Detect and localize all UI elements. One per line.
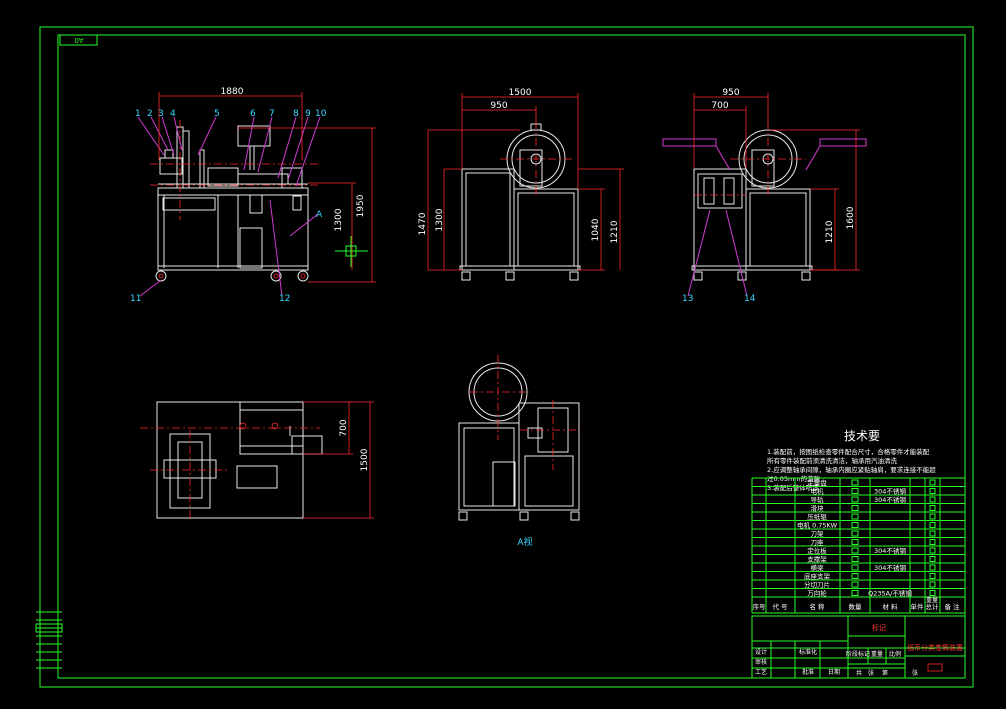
bom-row-name: 压纸辊 (807, 512, 827, 521)
tech-line-1: 1.装配前，按图纸检查零件配合尺寸，合格零件才能装配 (767, 447, 930, 456)
title-block: 标记 纸币分类卷筒装置 设计 审核 工艺 批准 标准化 日期 阶段标记 重量 比… (751, 615, 966, 679)
side-view[interactable]: 1500 950 1470 1300 1040 1210 (418, 88, 624, 281)
title-mark: 标记 (872, 623, 886, 632)
bom-row-name: 万向轮 (807, 589, 827, 598)
bom-row-name: 定位板 (807, 546, 827, 555)
bom-row-name: 电机 0.75KW (797, 521, 838, 530)
outer-frame (39, 26, 974, 688)
tb-date: 日期 (828, 668, 840, 676)
side-dim-h3: 1040 (591, 218, 601, 241)
bom-row-name: 支撑架 (807, 555, 827, 564)
tb-row-approve: 批准 (802, 668, 814, 676)
bom-row-name: 分切刀片 (804, 580, 830, 589)
a-view[interactable]: A视 (458, 355, 580, 548)
right-dim-w1: 950 (722, 88, 739, 98)
callout-13: 13 (682, 294, 693, 304)
a-view-label: A视 (517, 536, 532, 548)
side-dim-h1: 1470 (418, 212, 428, 235)
side-dim-w1: 1500 (509, 88, 532, 98)
tb-row-review: 审核 (755, 658, 767, 666)
bom-header: 材 料 (882, 602, 898, 611)
bom-row-material: 304不锈钢 (874, 487, 906, 496)
right-view[interactable]: 950 700 1210 1600 13 14 (662, 88, 867, 304)
callout-5: 5 (214, 109, 220, 119)
callout-3: 3 (158, 109, 164, 119)
bom-weight-header: 重量 (926, 596, 938, 604)
right-dim-h2: 1600 (846, 206, 856, 229)
bom-row-name: 滑块 (811, 504, 825, 513)
front-dim-h1: 1300 (334, 208, 344, 231)
bom-header: 总计 (926, 602, 940, 611)
drawing-name: 纸币分类卷筒装置 (907, 643, 963, 652)
sheet-size-label: A0 (74, 36, 83, 44)
bom-row-name: 底座支架 (804, 572, 831, 581)
callout-8: 8 (293, 109, 299, 119)
callout-12: 12 (279, 294, 290, 304)
tb-row-design: 设计 (755, 648, 767, 656)
callout-14: 14 (744, 294, 756, 304)
tb-total: 共 (856, 669, 862, 677)
callout-7: 7 (269, 109, 275, 119)
tb-std: 标准化 (799, 648, 817, 656)
bom-row-name: 导轨 (811, 495, 825, 504)
right-dim-w2: 700 (711, 101, 728, 111)
front-section-label: A (316, 210, 323, 220)
right-dim-h1: 1210 (825, 220, 835, 243)
top-dim-h1: 700 (339, 419, 349, 436)
callout-1: 1 (135, 109, 141, 119)
tb-stage: 阶段标记 (846, 650, 870, 658)
bom-row-material: 304不锈钢 (874, 563, 906, 572)
front-dim-width: 1880 (221, 87, 244, 97)
tb-sheets1: 张 (868, 669, 874, 677)
tb-weight: 重量 (871, 650, 883, 658)
callout-6: 6 (250, 109, 256, 119)
callout-11: 11 (130, 294, 141, 304)
top-dim-h2: 1500 (360, 448, 370, 471)
tb-scale: 比例 (889, 650, 901, 658)
callout-10: 10 (315, 109, 327, 119)
inner-frame (57, 34, 966, 679)
callout-4: 4 (170, 109, 176, 119)
side-dim-h4: 1210 (610, 220, 620, 243)
tech-line-5: 3.装配后整体喷漆 (767, 483, 819, 492)
bom-row-name: 电机 (811, 487, 825, 496)
bom-header: 代 号 (772, 602, 788, 611)
side-dim-h2: 1300 (435, 208, 445, 231)
left-strip-marks (35, 611, 63, 669)
bom-row-name: 定量盘 (807, 478, 827, 487)
tech-title: 技术要 (844, 429, 880, 443)
bom-row-material: 304不锈钢 (874, 546, 906, 555)
callout-9: 9 (305, 109, 311, 119)
front-view[interactable]: 1880 1300 1950 A 1 2 3 4 5 6 7 8 9 10 11… (130, 87, 376, 304)
bom-row-material: Q235A/不锈钢 (868, 589, 912, 598)
bom-header: 备 注 (944, 602, 960, 611)
top-view[interactable]: 700 1500 (140, 401, 374, 520)
bom-header: 名 称 (809, 602, 825, 611)
tech-line-2: 所有零件装配前须清洗清洁，轴承用汽油清洗 (767, 456, 898, 465)
bom-row-name: 刀座 (811, 538, 825, 547)
bom-header: 单件 (911, 602, 925, 611)
bom-row-name: 横梁 (811, 563, 825, 572)
bom-header: 序号 (753, 602, 767, 611)
tb-sheets2: 张 (912, 669, 918, 677)
bom-row-material: 304不锈钢 (874, 495, 906, 504)
tb-row-process: 工艺 (755, 668, 767, 676)
bom-row-name: 刀架 (811, 530, 825, 538)
callout-2: 2 (147, 109, 153, 119)
bom-header: 数量 (849, 602, 863, 611)
tb-nth: 第 (882, 669, 888, 677)
tech-line-3: 2.应调整轴承间隙，轴承内圈应紧贴轴肩，要求连接不能超 (767, 465, 936, 474)
side-dim-w2: 950 (490, 101, 507, 111)
size-label-box (59, 34, 98, 46)
front-dim-h2: 1950 (356, 194, 366, 217)
